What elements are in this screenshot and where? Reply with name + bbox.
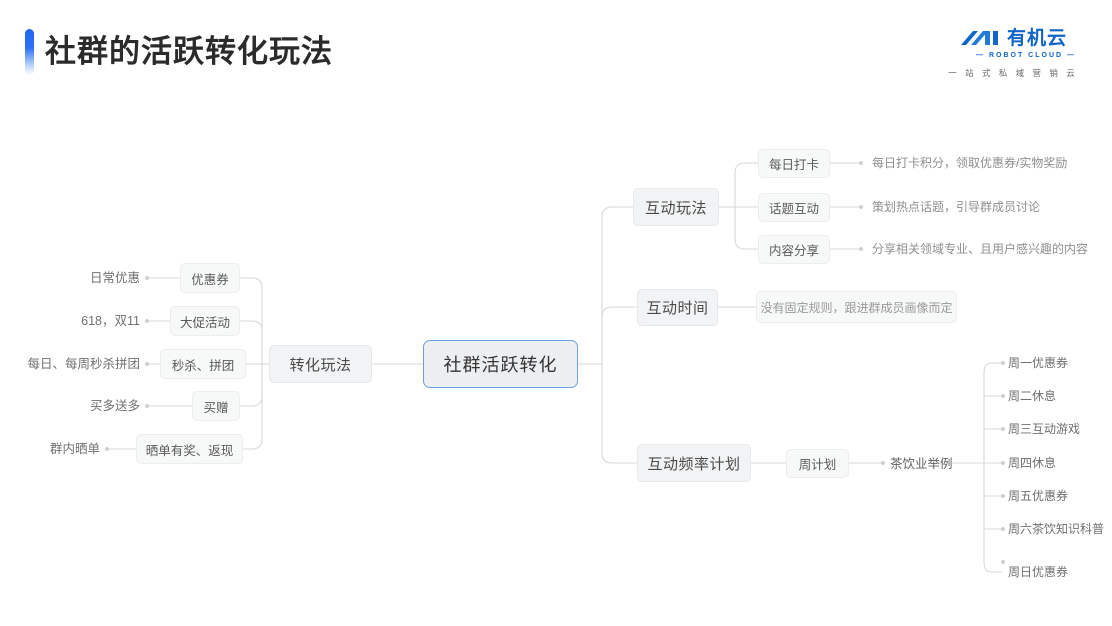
left-label-daily-discount: 日常优惠 bbox=[89, 271, 140, 285]
week-item-friday: 周五优惠券 bbox=[1008, 489, 1069, 503]
right-node-topic-interaction-label: 话题互动 bbox=[768, 202, 819, 216]
week-item-sunday: 周日优惠券 bbox=[1008, 565, 1069, 579]
root-node-label: 社群活跃转化 bbox=[443, 355, 558, 375]
right-branch-frequency-plan[interactable]: 互动频率计划 bbox=[637, 444, 751, 482]
swoosh-icon bbox=[960, 31, 998, 45]
left-node-flashsale[interactable]: 秒杀、拼团 bbox=[160, 349, 246, 379]
right-note-interaction-time[interactable]: 没有固定规则，跟进群成员画像而定 bbox=[756, 291, 957, 323]
right-node-daily-checkin-label: 每日打卡 bbox=[768, 158, 819, 172]
left-label-group-showorder: 群内晒单 bbox=[49, 442, 100, 456]
left-node-showorder[interactable]: 晒单有奖、返现 bbox=[136, 434, 243, 464]
right-node-topic-interaction[interactable]: 话题互动 bbox=[758, 193, 830, 222]
left-label-flashsale-schedule: 每日、每周秒杀拼团 bbox=[27, 357, 140, 371]
title-accent-bar bbox=[25, 29, 34, 75]
left-node-coupon[interactable]: 优惠券 bbox=[180, 263, 240, 293]
right-label-tea-example: 茶饮业举例 bbox=[890, 457, 953, 471]
right-node-weekly-plan[interactable]: 周计划 bbox=[786, 449, 849, 478]
left-branch-label: 转化玩法 bbox=[289, 356, 352, 374]
right-branch-interaction-play-label: 互动玩法 bbox=[644, 199, 707, 217]
left-node-coupon-label: 优惠券 bbox=[191, 272, 229, 287]
right-desc-content-sharing: 分享相关领域专业、且用户感兴趣的内容 bbox=[872, 242, 1089, 256]
right-branch-interaction-play[interactable]: 互动玩法 bbox=[633, 188, 719, 226]
left-label-618-double11: 618，双11 bbox=[81, 314, 140, 328]
left-node-promotion-label: 大促活动 bbox=[179, 315, 230, 330]
right-desc-daily-checkin: 每日打卡积分，领取优惠券/实物奖励 bbox=[872, 156, 1068, 170]
logo-mark-row: 有机云 bbox=[944, 26, 1082, 50]
logo-brand-text: 有机云 bbox=[1006, 28, 1067, 49]
left-branch-node[interactable]: 转化玩法 bbox=[269, 345, 372, 383]
brand-logo: 有机云 — ROBOT CLOUD — 一 站 式 私 域 营 销 云 bbox=[944, 26, 1082, 78]
left-node-promotion[interactable]: 大促活动 bbox=[170, 306, 240, 336]
right-branch-interaction-time-label: 互动时间 bbox=[646, 300, 709, 317]
right-node-daily-checkin[interactable]: 每日打卡 bbox=[758, 149, 830, 178]
week-item-thursday: 周四休息 bbox=[1008, 456, 1057, 470]
right-branch-frequency-plan-label: 互动频率计划 bbox=[647, 455, 741, 473]
week-item-wednesday: 周三互动游戏 bbox=[1008, 422, 1081, 436]
left-node-showorder-label: 晒单有奖、返现 bbox=[145, 443, 234, 458]
week-item-tuesday: 周二休息 bbox=[1008, 389, 1057, 403]
logo-subtitle: — ROBOT CLOUD — bbox=[976, 52, 1076, 59]
left-node-gift-label: 买赠 bbox=[203, 400, 229, 415]
right-desc-topic-interaction: 策划热点话题，引导群成员讨论 bbox=[872, 200, 1041, 214]
right-node-content-sharing[interactable]: 内容分享 bbox=[758, 235, 830, 264]
logo-tagline: 一 站 式 私 域 营 销 云 bbox=[948, 68, 1078, 78]
page-title: 社群的活跃转化玩法 bbox=[45, 34, 333, 69]
root-node[interactable]: 社群活跃转化 bbox=[423, 340, 578, 388]
left-node-gift[interactable]: 买赠 bbox=[192, 391, 240, 421]
left-label-buy-more-get-more: 买多送多 bbox=[89, 399, 140, 413]
right-node-weekly-plan-label: 周计划 bbox=[798, 458, 837, 472]
right-note-interaction-time-label: 没有固定规则，跟进群成员画像而定 bbox=[760, 300, 953, 315]
week-item-saturday: 周六茶饮知识科普 bbox=[1008, 522, 1105, 536]
page-header: 社群的活跃转化玩法 有机云 — ROBOT CLOUD — 一 站 式 私 域 … bbox=[0, 0, 1112, 100]
right-node-content-sharing-label: 内容分享 bbox=[768, 244, 819, 258]
left-node-flashsale-label: 秒杀、拼团 bbox=[171, 358, 235, 373]
right-branch-interaction-time[interactable]: 互动时间 bbox=[637, 289, 718, 326]
week-item-monday: 周一优惠券 bbox=[1008, 356, 1069, 370]
